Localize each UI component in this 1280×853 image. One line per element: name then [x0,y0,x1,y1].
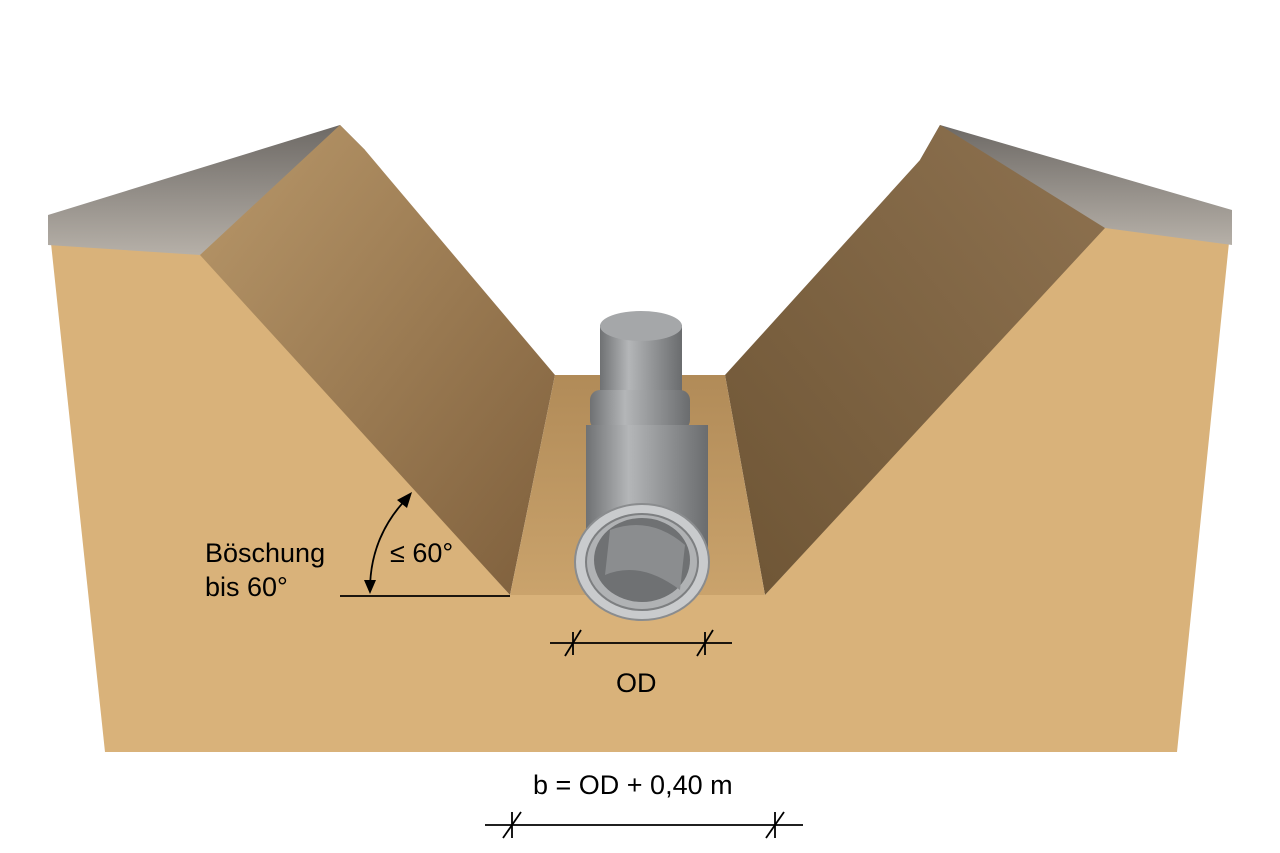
arrow-head-top [397,492,412,508]
trench-width-label: b = OD + 0,40 m [533,770,733,800]
soil-front-face [48,213,1232,752]
left-slope-face [200,125,555,595]
arrow-head-bottom [364,580,376,594]
slope-label-line1: Böschung [205,538,326,568]
right-slope-face [725,125,1105,595]
concrete-pipe [574,311,710,621]
angle-label: ≤ 60° [390,538,454,568]
right-gravel-top [920,125,1232,245]
left-gravel-top [48,125,365,255]
slope-label-line2: bis 60° [205,572,288,602]
od-label: OD [616,668,657,698]
